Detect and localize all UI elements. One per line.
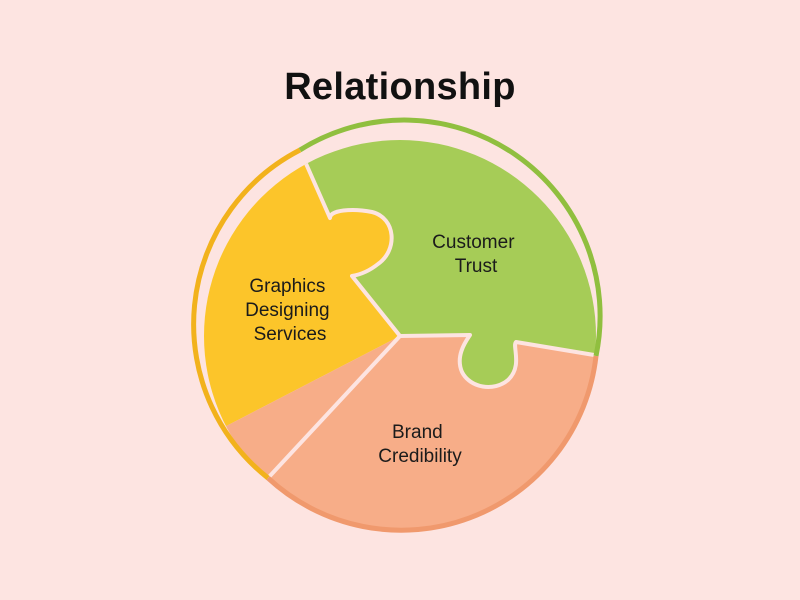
label-line: Brand xyxy=(392,422,443,443)
diagram-title: Relationship xyxy=(284,66,516,108)
label-line: Trust xyxy=(455,256,498,277)
label-graphics-designing-services: Graphics Designing Services xyxy=(245,276,335,345)
label-line: Credibility xyxy=(378,446,462,467)
label-line: Designing xyxy=(245,300,330,321)
circle-rim xyxy=(191,117,603,533)
puzzle-seams xyxy=(266,148,596,480)
label-line: Customer xyxy=(432,232,515,253)
label-brand-credibility: Brand Credibility xyxy=(378,422,462,467)
label-customer-trust: Customer Trust xyxy=(432,232,520,277)
label-line: Graphics xyxy=(249,276,325,297)
label-line: Services xyxy=(254,324,327,345)
